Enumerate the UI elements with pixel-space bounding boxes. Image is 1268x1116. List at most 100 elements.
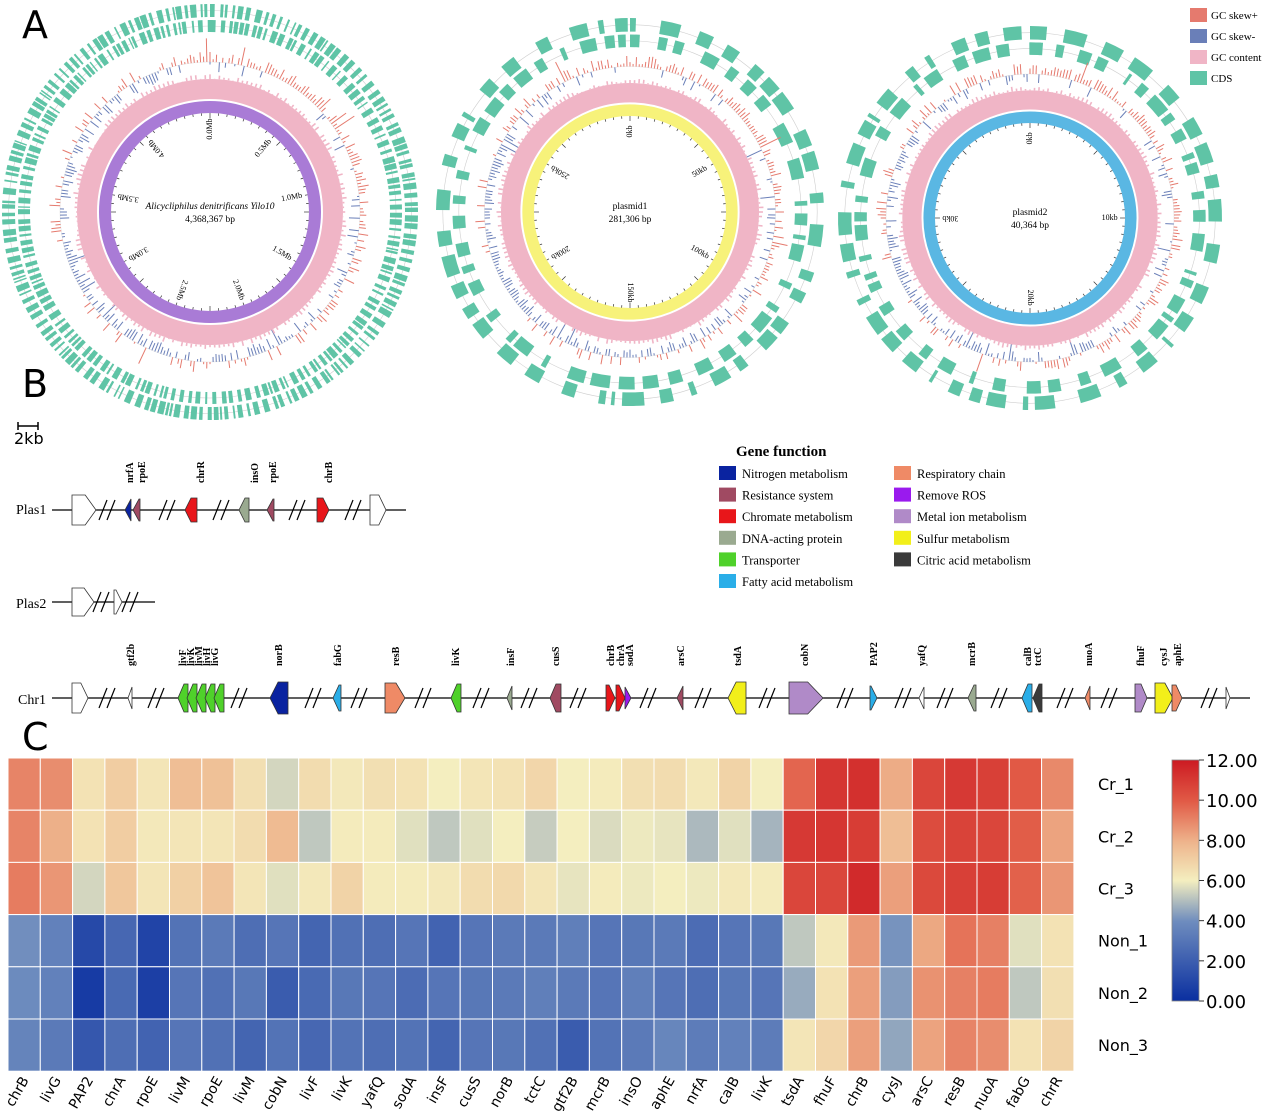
heatmap-cell: [622, 862, 654, 914]
scale-tick-label: 10kb: [1102, 213, 1118, 222]
scale-tick: [690, 138, 692, 140]
scale-tick: [265, 131, 266, 133]
cds-block: [809, 192, 823, 203]
gc-skew-positive: [689, 72, 692, 79]
gc-skew-positive: [718, 328, 723, 334]
cds-block: [464, 145, 477, 154]
cds-block: [642, 375, 659, 389]
cds-block: [1003, 26, 1022, 41]
cds-block: [569, 23, 590, 41]
cds-block: [403, 182, 417, 190]
scale-tick-label: 0.5Mb: [253, 137, 273, 159]
scale-tick: [575, 133, 576, 135]
cds-block: [456, 170, 470, 181]
gene-arrow: [1033, 684, 1042, 712]
gc-skew-negative: [700, 328, 705, 336]
gc-skew-positive: [769, 254, 772, 255]
gc-skew-positive: [354, 171, 356, 172]
heatmap-cell: [363, 967, 395, 1019]
gc-skew-positive: [244, 358, 246, 366]
scale-tick: [711, 164, 713, 165]
gc-skew-negative: [285, 337, 287, 341]
gc-content-spike: [292, 105, 294, 107]
scale-tick: [243, 119, 244, 121]
heatmap-cell: [202, 967, 234, 1019]
gc-content-spike: [976, 97, 978, 101]
gc-skew-negative: [526, 110, 533, 117]
gc-skew-positive: [329, 303, 335, 307]
heatmap-cell: [654, 1019, 686, 1071]
heatmap-cell: [170, 1019, 202, 1071]
cds-block: [1181, 152, 1195, 162]
gc-skew-negative: [1074, 344, 1077, 354]
gc-content-spike: [652, 82, 653, 85]
cds-block: [1161, 113, 1176, 127]
gc-skew-positive: [160, 67, 161, 70]
gc-skew-positive: [774, 190, 781, 191]
gc-skew-negative: [512, 126, 517, 129]
scale-tick: [114, 186, 116, 187]
gc-content-spike: [141, 327, 143, 331]
gc-skew-negative: [335, 145, 345, 150]
gc-skew-negative: [915, 302, 919, 305]
gc-content-spike: [134, 99, 136, 102]
gc-content-spike: [899, 236, 904, 237]
gc-content-spike: [1145, 161, 1147, 162]
gc-skew-positive: [1153, 141, 1158, 144]
function-swatch: [719, 509, 736, 523]
cds-block: [462, 302, 480, 319]
cds-block: [244, 388, 252, 401]
gc-skew-negative: [71, 265, 76, 267]
gc-skew-negative: [955, 336, 958, 341]
cds-block: [296, 43, 306, 56]
heatmap-cell: [1042, 915, 1074, 967]
heatmap-column-label: insF: [425, 1074, 453, 1106]
scale-tick: [1106, 163, 1108, 164]
cds-block: [5, 247, 19, 254]
heatmap-cell: [331, 810, 363, 862]
gc-content-spike: [716, 115, 717, 116]
gc-skew-negative: [520, 300, 528, 307]
cds-block: [114, 27, 121, 39]
heatmap-cell: [525, 1019, 557, 1071]
scale-tick: [1117, 250, 1119, 251]
heatmap-cell: [40, 967, 72, 1019]
gc-skew-negative: [892, 257, 900, 259]
cds-block: [858, 120, 877, 140]
gc-content-spike: [131, 103, 132, 104]
gc-skew-positive: [357, 240, 364, 241]
scale-tick: [720, 187, 722, 188]
cds-block: [321, 61, 330, 71]
gc-skew-negative: [251, 348, 253, 355]
heatmap-cell: [8, 967, 40, 1019]
gc-content-spike: [709, 108, 711, 111]
gc-skew-negative: [1088, 342, 1091, 349]
gc-content-spike: [332, 157, 335, 158]
scale-tick-label: 0kb: [1025, 132, 1034, 144]
gc-skew-positive: [335, 295, 339, 298]
heatmap-cell: [428, 1019, 460, 1071]
gc-content-spike: [247, 81, 248, 84]
gc-skew-negative: [179, 65, 181, 73]
heatmap-row-label: Cr_1: [1098, 775, 1134, 795]
cds-block: [53, 97, 66, 108]
scale-tick: [146, 136, 148, 138]
gc-content-spike: [998, 342, 999, 345]
gc-content-spike: [134, 322, 136, 325]
colorbar-tick-label: 0.00: [1206, 992, 1246, 1013]
gene-label: yafQ: [917, 645, 928, 666]
cds-block: [11, 150, 24, 157]
gc-skew-negative: [1080, 343, 1083, 352]
cds-block: [1113, 372, 1127, 388]
gc-skew-positive: [882, 257, 891, 260]
cds-block: [80, 47, 91, 60]
scale-tick: [129, 155, 131, 156]
gc-skew-negative: [669, 342, 672, 351]
cds-block: [2, 204, 15, 209]
gc-content-spike: [102, 290, 103, 291]
heatmap-column-label: nuoA: [970, 1074, 1002, 1111]
